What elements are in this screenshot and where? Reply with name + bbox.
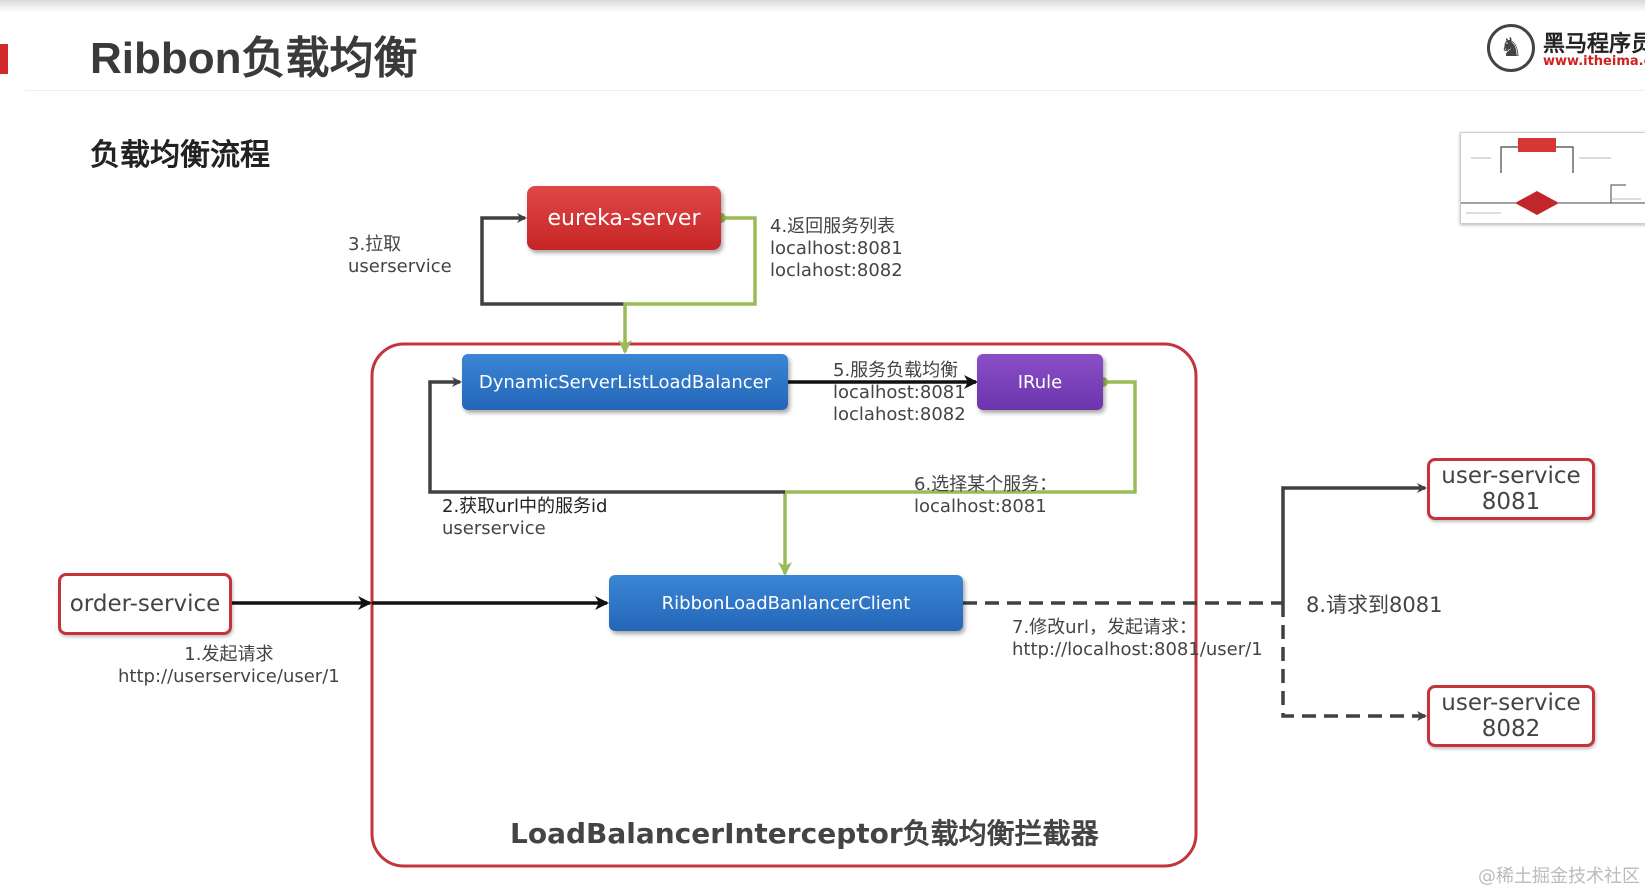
step1-url: http://userservice/user/1 — [118, 666, 340, 687]
edge-choose-service — [778, 380, 1137, 576]
interceptor-container — [370, 342, 1198, 868]
order-service-node[interactable]: order-service — [58, 573, 232, 635]
top-shadow-bar — [0, 0, 1645, 12]
page-title: Ribbon负载均衡 — [90, 34, 418, 83]
step4-title: 4.返回服务列表 — [770, 216, 896, 237]
step7-label: 7.修改url，发起请求： http://localhost:8081/user… — [1012, 617, 1263, 661]
step5-addr2: loclahost:8082 — [833, 404, 966, 425]
edge-return-service-list — [618, 216, 757, 354]
irule-node[interactable]: IRule — [977, 354, 1103, 410]
title-divider — [25, 90, 1645, 91]
step3-label: 3.拉取 userservice — [348, 234, 452, 278]
step5-addr1: localhost:8081 — [833, 382, 966, 403]
user-service-8082-node[interactable]: user-service 8082 — [1427, 685, 1595, 747]
step6-title: 6.选择某个服务： — [914, 474, 1058, 495]
edge-get-service-id — [428, 377, 785, 494]
title-accent-mark — [0, 44, 8, 74]
step4-addr1: localhost:8081 — [770, 238, 903, 259]
horse-logo-icon: ♞ — [1487, 24, 1535, 72]
step2-label: 2.获取url中的服务id userservice — [442, 496, 607, 540]
eureka-server-node[interactable]: eureka-server — [527, 186, 721, 250]
interceptor-title: LoadBalancerInterceptor负载均衡拦截器 — [510, 817, 1099, 850]
slide-thumbnail — [1460, 132, 1645, 224]
step5-label: 5.服务负载均衡 localhost:8081 loclahost:8082 — [833, 360, 966, 426]
step1-label: 1.发起请求 http://userservice/user/1 — [118, 644, 340, 688]
step3-title: 3.拉取 — [348, 234, 402, 255]
logo-url: www.itheima.cn — [1543, 54, 1645, 69]
step4-addr2: loclahost:8082 — [770, 260, 903, 281]
step2-title: 2.获取url中的服务id — [442, 496, 608, 517]
edge-request-8082 — [1281, 603, 1427, 721]
step2-detail: userservice — [442, 518, 546, 539]
ribbon-client-node[interactable]: RibbonLoadBanlancerClient — [609, 575, 963, 631]
user-service-8081-port: 8081 — [1481, 489, 1541, 515]
step4-label: 4.返回服务列表 localhost:8081 loclahost:8082 — [770, 216, 903, 282]
step7-url: http://localhost:8081/user/1 — [1012, 639, 1263, 660]
step1-title: 1.发起请求 — [184, 644, 274, 665]
step8-label: 8.请求到8081 — [1306, 593, 1443, 617]
dynamic-lb-node[interactable]: DynamicServerListLoadBalancer — [462, 354, 788, 410]
section-subtitle: 负载均衡流程 — [90, 138, 270, 173]
user-service-8081-node[interactable]: user-service 8081 — [1427, 458, 1595, 520]
brand-logo: ♞ 黑马程序员 www.itheima.cn — [1487, 20, 1645, 76]
user-service-8082-port: 8082 — [1481, 716, 1541, 742]
logo-name: 黑马程序员 — [1543, 32, 1645, 57]
user-service-8081-name: user-service — [1441, 463, 1581, 489]
step7-title: 7.修改url，发起请求： — [1012, 617, 1197, 638]
step6-addr: localhost:8081 — [914, 496, 1047, 517]
watermark: @稀土掘金技术社区 — [1478, 866, 1640, 887]
user-service-8082-name: user-service — [1441, 690, 1581, 716]
step3-detail: userservice — [348, 256, 452, 277]
step6-label: 6.选择某个服务： localhost:8081 — [914, 474, 1057, 518]
step5-title: 5.服务负载均衡 — [833, 360, 959, 381]
edge-pull-userservice — [480, 213, 625, 306]
thumbnail-diagram — [1461, 138, 1645, 215]
edge-request-8081 — [1281, 483, 1427, 603]
